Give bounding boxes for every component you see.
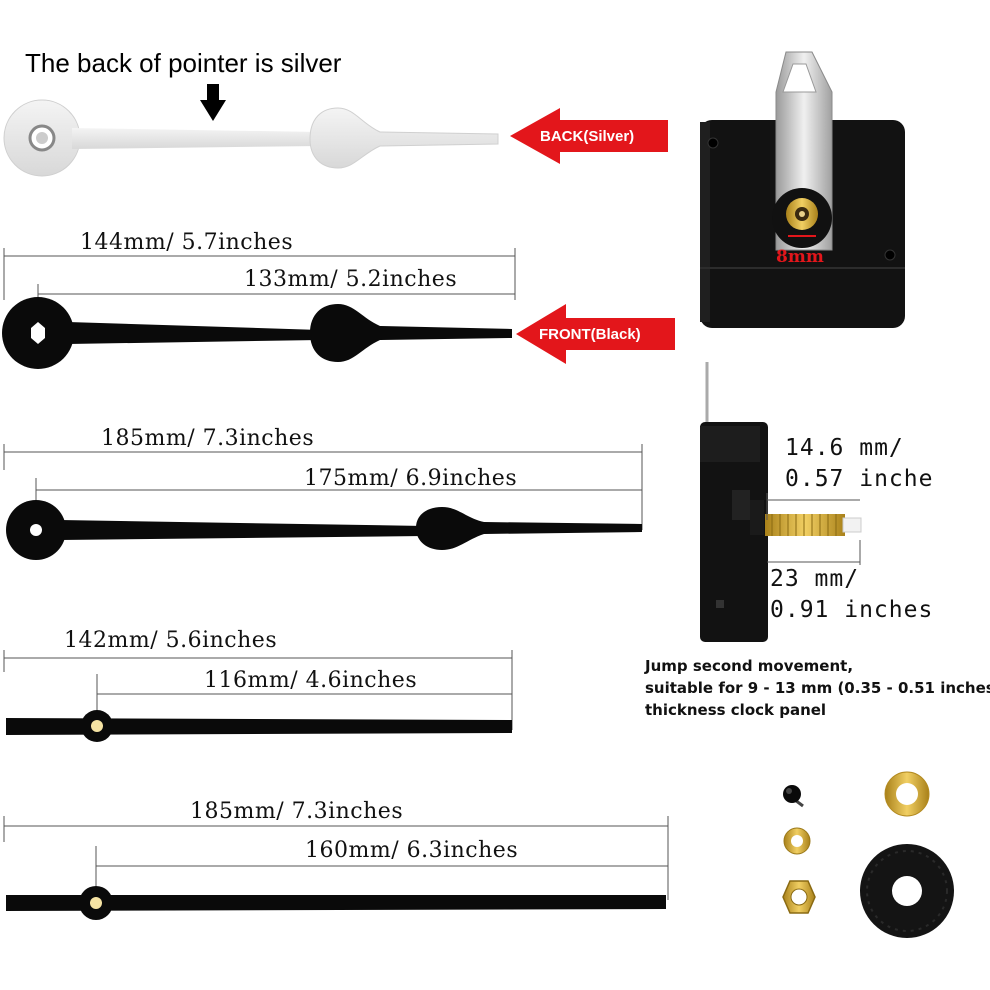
movement-description: Jump second movement, suitable for 9 - 1…	[645, 655, 990, 721]
page-heading: The back of pointer is silver	[25, 48, 342, 78]
back-label: BACK(Silver)	[540, 128, 635, 145]
hand-set-3-overall-length: 142mm/ 5.6inches	[64, 628, 278, 653]
hand-set-2-tip-length: 175mm/ 6.9inches	[304, 466, 518, 491]
hand-set-4-overall-length: 185mm/ 7.3inches	[190, 799, 404, 824]
hand-set-1-tip-length: 133mm/ 5.2inches	[244, 267, 458, 292]
front-label: FRONT(Black)	[539, 326, 641, 343]
brass-small-nut	[783, 827, 811, 855]
back-arrow-icon	[510, 108, 668, 164]
hand-set-4-tip-length: 160mm/ 6.3inches	[305, 838, 519, 863]
brass-hex-nut	[782, 880, 816, 914]
second-hand-cap	[783, 785, 804, 808]
thread-length-line-1: 14.6 mm/	[785, 435, 904, 461]
shaft-length-line-2: 0.91 inches	[770, 597, 934, 623]
rubber-gasket	[860, 844, 954, 938]
hand-set-3-drawing	[3, 650, 513, 742]
brass-washer	[884, 771, 930, 817]
shaft-diameter-label: 8mm	[776, 247, 824, 267]
description-line-2: suitable for 9 - 13 mm (0.35 - 0.51 inch…	[645, 679, 990, 697]
thread-length-line-2: 0.57 inche	[785, 466, 934, 492]
description-line-1: Jump second movement,	[645, 657, 854, 675]
down-arrow-icon	[200, 84, 226, 121]
movement-side-view	[700, 362, 862, 642]
front-arrow-icon	[516, 304, 675, 364]
hand-set-4-drawing	[3, 816, 669, 920]
hand-set-3-tip-length: 116mm/ 4.6inches	[204, 668, 418, 693]
description-line-3: thickness clock panel	[645, 701, 827, 719]
hand-set-1-drawing	[2, 248, 516, 369]
hand-set-1-overall-length: 144mm/ 5.7inches	[80, 230, 294, 255]
movement-front-view	[700, 51, 905, 328]
silver-hand	[3, 99, 499, 177]
hand-set-2-overall-length: 185mm/ 7.3inches	[101, 426, 315, 451]
hand-set-2-drawing	[3, 444, 643, 560]
accessories	[782, 771, 954, 938]
shaft-length-line-1: 23 mm/	[770, 566, 860, 592]
